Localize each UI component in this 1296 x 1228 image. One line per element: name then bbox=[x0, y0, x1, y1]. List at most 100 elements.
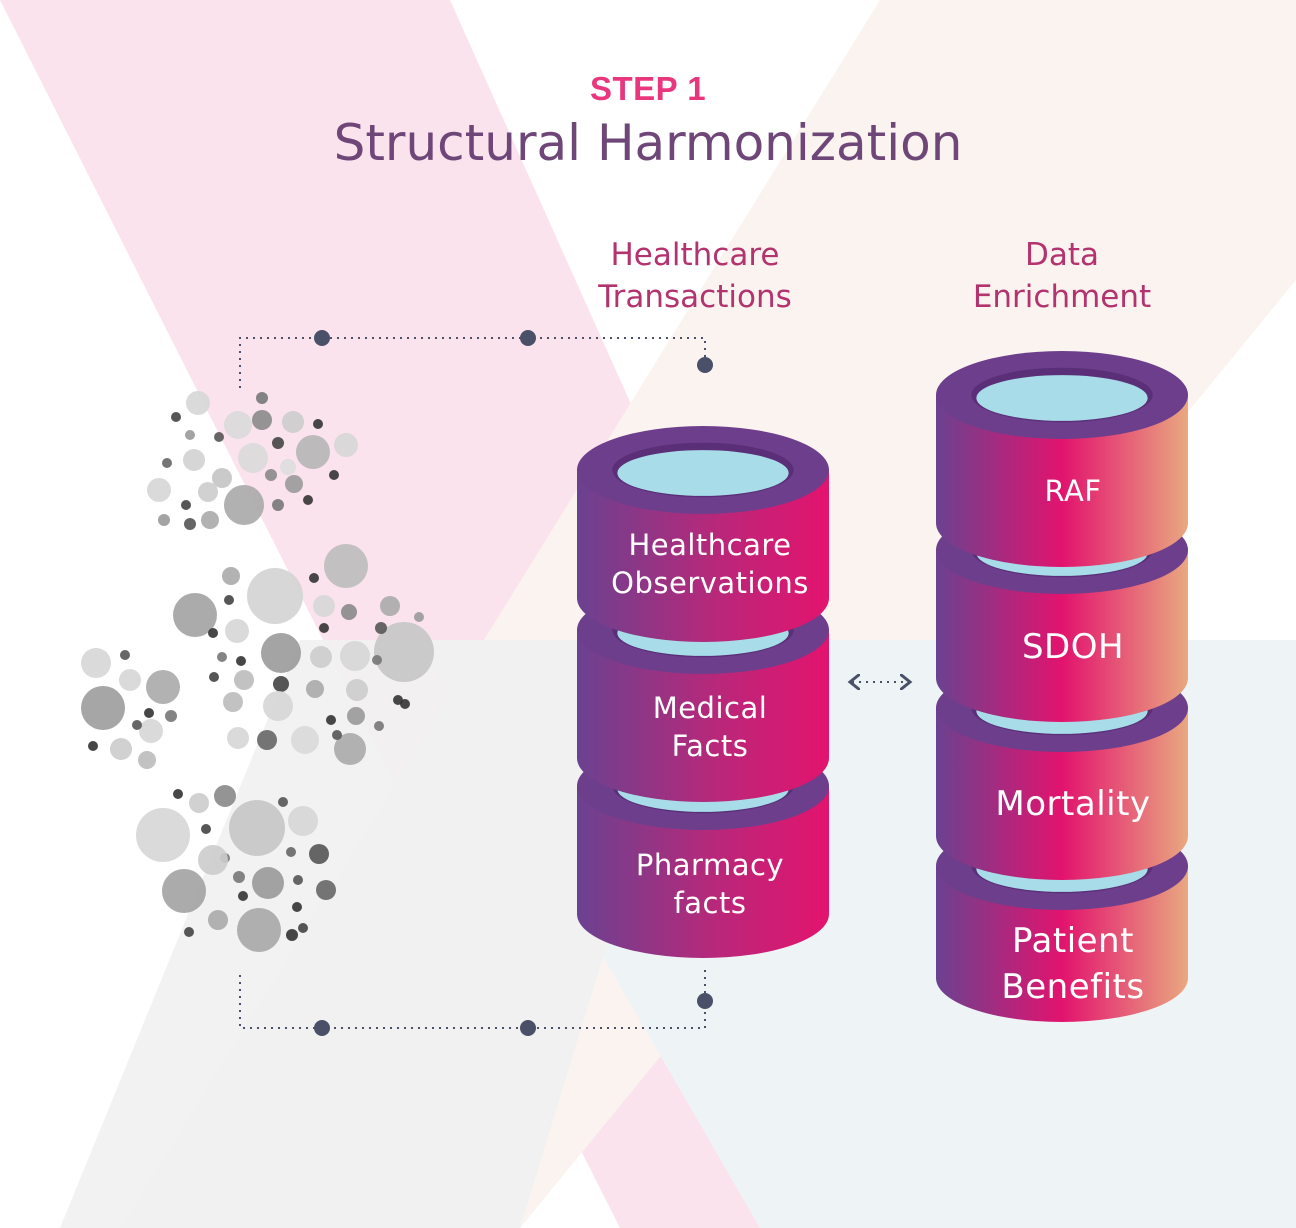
enrichment-stack bbox=[936, 351, 1188, 1022]
data-dot bbox=[223, 692, 243, 712]
enrichment-heading: Data Enrichment bbox=[930, 234, 1194, 318]
cylinder-label-line1: Pharmacy bbox=[635, 848, 785, 882]
data-dot bbox=[272, 499, 284, 511]
data-dot bbox=[189, 793, 209, 813]
data-dot bbox=[198, 482, 218, 502]
data-dot bbox=[184, 518, 196, 530]
data-dot bbox=[146, 670, 180, 704]
data-dot bbox=[147, 478, 171, 502]
data-dot bbox=[346, 679, 368, 701]
data-dot bbox=[208, 910, 228, 930]
data-dot bbox=[252, 410, 272, 430]
enrichment-heading-line2: Enrichment bbox=[972, 279, 1152, 315]
data-dot bbox=[120, 650, 130, 660]
transactions-stack bbox=[577, 426, 829, 958]
data-dot bbox=[400, 699, 410, 709]
data-dot bbox=[214, 785, 236, 807]
data-dot bbox=[173, 789, 183, 799]
data-dot bbox=[374, 622, 434, 682]
data-dot bbox=[272, 437, 284, 449]
enrichment-heading-line1: Data bbox=[1024, 237, 1100, 273]
cylinder-raf: RAF bbox=[940, 472, 1206, 510]
data-dot bbox=[324, 544, 368, 588]
data-dot bbox=[306, 680, 324, 698]
data-dot bbox=[257, 730, 277, 750]
data-dot bbox=[334, 733, 366, 765]
cylinder bbox=[936, 351, 1188, 567]
data-dot bbox=[291, 726, 319, 754]
data-dot bbox=[286, 929, 298, 941]
data-dot bbox=[201, 511, 219, 529]
data-dot bbox=[296, 435, 330, 469]
transactions-heading: Healthcare Transactions bbox=[560, 234, 830, 318]
cylinder-sdoh: SDOH bbox=[940, 624, 1206, 670]
data-dot bbox=[158, 514, 170, 526]
data-dot bbox=[319, 623, 329, 633]
data-dot bbox=[201, 824, 211, 834]
data-dot bbox=[313, 595, 335, 617]
data-dot bbox=[372, 655, 382, 665]
data-dot bbox=[303, 495, 313, 505]
data-dot bbox=[162, 458, 172, 468]
data-dot bbox=[162, 869, 206, 913]
data-dot bbox=[309, 573, 319, 583]
data-dot bbox=[173, 593, 217, 637]
data-dot bbox=[88, 741, 98, 751]
cylinder-label-line2: Facts bbox=[671, 729, 749, 763]
cylinder-label-line2: Benefits bbox=[1001, 967, 1145, 1007]
data-dot bbox=[380, 596, 400, 616]
cylinder-label-line1: SDOH bbox=[1021, 627, 1125, 667]
data-dot bbox=[341, 604, 357, 620]
data-dot bbox=[414, 612, 424, 622]
data-dot bbox=[375, 622, 387, 634]
data-dot bbox=[334, 433, 358, 457]
data-dot bbox=[227, 727, 249, 749]
cylinder-medical-facts: Medical Facts bbox=[578, 689, 842, 765]
data-dot bbox=[224, 485, 264, 525]
data-dot bbox=[316, 880, 336, 900]
data-dot bbox=[217, 652, 227, 662]
data-dot bbox=[298, 923, 308, 933]
transactions-heading-line1: Healthcare bbox=[610, 237, 780, 273]
data-dot bbox=[374, 721, 384, 731]
data-dot bbox=[293, 875, 303, 885]
data-dot bbox=[184, 927, 194, 937]
data-dot bbox=[247, 568, 303, 624]
data-dot bbox=[81, 686, 125, 730]
data-dot bbox=[347, 707, 365, 725]
data-dot bbox=[110, 738, 132, 760]
data-dot bbox=[119, 669, 141, 691]
data-dot bbox=[238, 891, 248, 901]
data-dot bbox=[310, 646, 332, 668]
data-dot bbox=[309, 844, 329, 864]
data-dot bbox=[229, 800, 285, 856]
data-dot bbox=[171, 412, 181, 422]
connector-nodes bbox=[314, 330, 713, 1036]
cylinder-pharmacy-facts: Pharmacy facts bbox=[578, 846, 842, 922]
data-dot bbox=[165, 710, 177, 722]
data-dot bbox=[185, 430, 195, 440]
data-dot bbox=[214, 432, 224, 442]
data-dot bbox=[288, 806, 318, 836]
cylinder-healthcare-observations: Healthcare Observations bbox=[578, 526, 842, 602]
cylinder-label-line2: Observations bbox=[611, 566, 809, 600]
data-dot bbox=[225, 619, 249, 643]
data-dot bbox=[209, 672, 219, 682]
cylinder bbox=[577, 426, 829, 642]
data-dot bbox=[282, 411, 304, 433]
data-dot bbox=[233, 871, 245, 883]
data-dot bbox=[144, 708, 154, 718]
cylinder-label-line1: Mortality bbox=[995, 784, 1151, 824]
raw-data-dots bbox=[81, 391, 434, 952]
data-dot bbox=[132, 720, 142, 730]
data-dot bbox=[138, 751, 156, 769]
data-dot bbox=[234, 670, 254, 690]
data-dot bbox=[183, 449, 205, 471]
data-dot bbox=[222, 567, 240, 585]
data-dot bbox=[332, 730, 342, 740]
step-label: STEP 1 bbox=[589, 70, 707, 107]
data-dot bbox=[285, 475, 303, 493]
data-dot bbox=[280, 459, 296, 475]
data-dot bbox=[340, 641, 370, 671]
